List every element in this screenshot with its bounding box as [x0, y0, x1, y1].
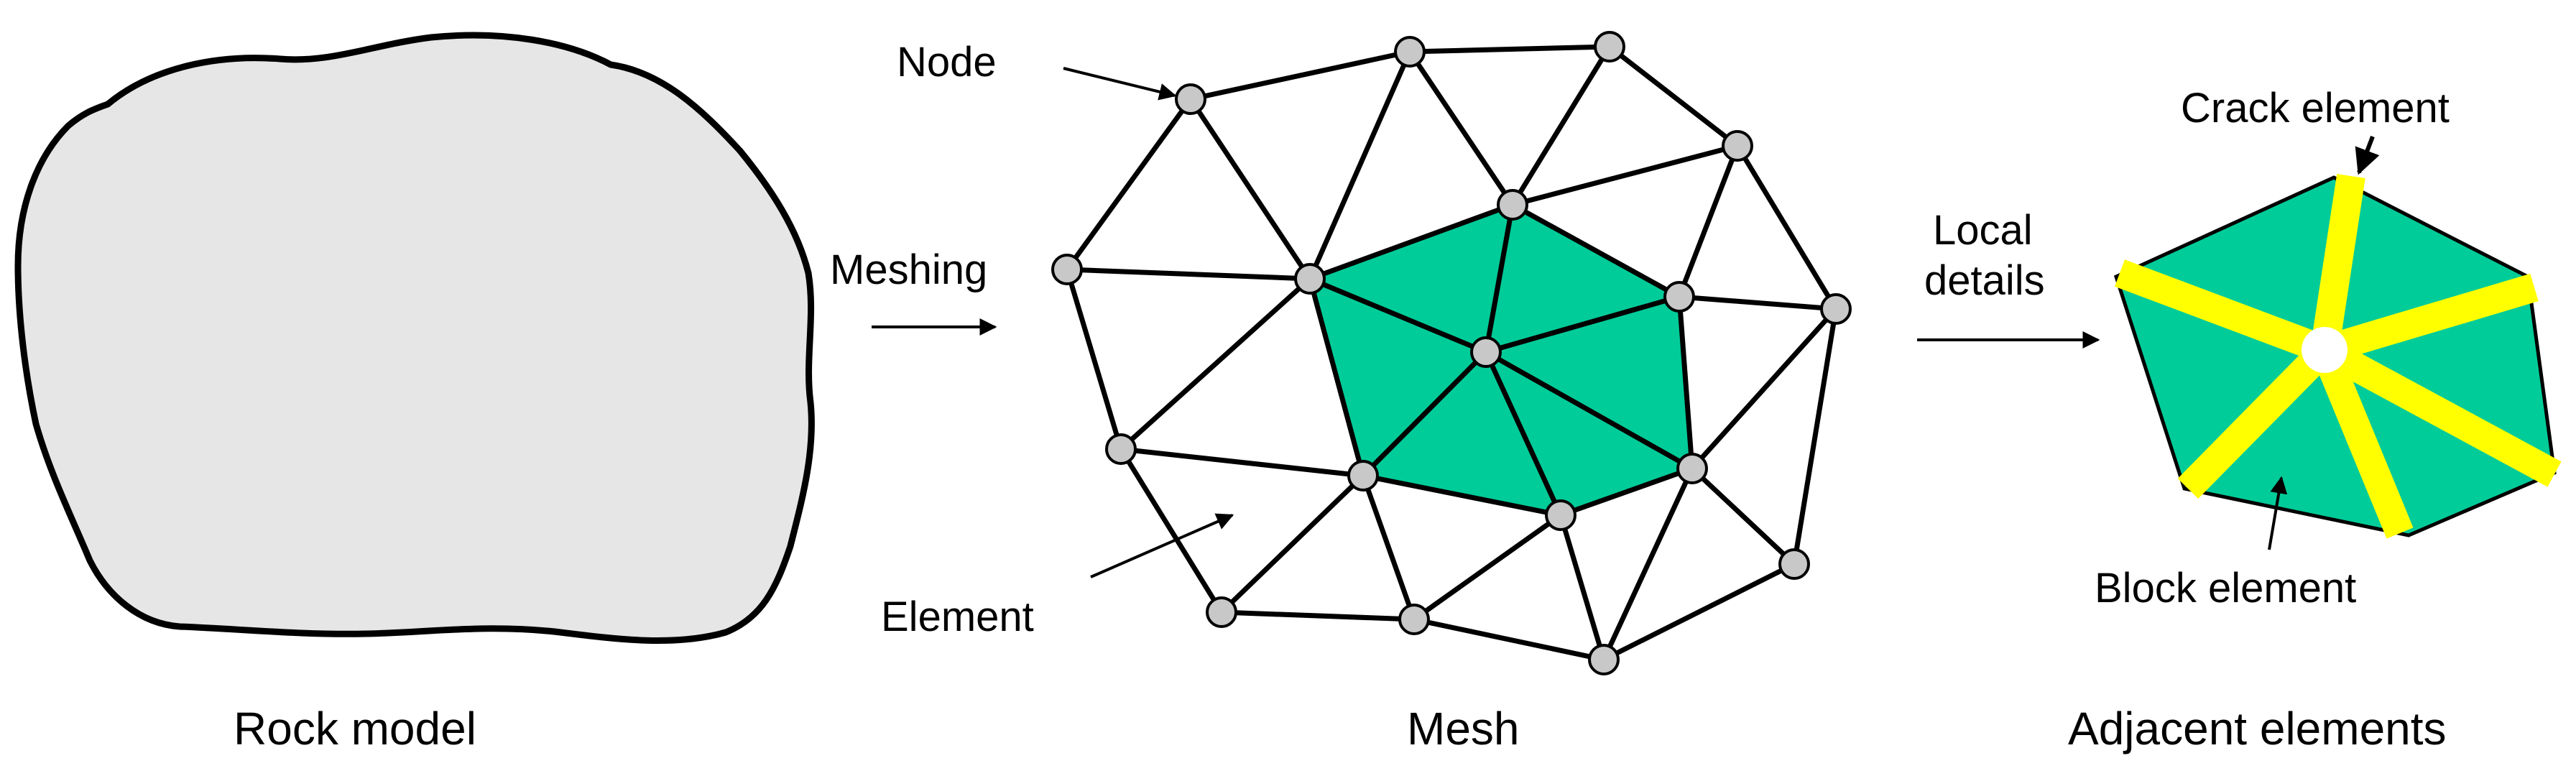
- mesh-edge: [1676, 294, 1839, 312]
- adjacent-elements-caption: Adjacent elements: [2068, 703, 2447, 754]
- adjacent-elements-panel: [2113, 173, 2562, 539]
- mesh-edge: [1601, 561, 1797, 662]
- node-pointer-arrow: [1063, 67, 1177, 101]
- mesh-edge: [1219, 473, 1366, 615]
- mesh-caption: Mesh: [1407, 703, 1520, 754]
- mesh-edge: [1360, 349, 1489, 479]
- rock-model-panel: [14, 32, 815, 645]
- mesh-edge: [1510, 44, 1612, 208]
- crack-element-band: [2114, 259, 2330, 364]
- mesh-edge: [1676, 143, 1740, 300]
- mesh-node: [1470, 336, 1502, 368]
- mesh-node: [1820, 293, 1852, 325]
- element-pointer-arrow: [1090, 513, 1234, 578]
- mesh-edge: [1407, 44, 1612, 55]
- mesh-edge: [1064, 267, 1124, 452]
- mesh-node: [1394, 36, 1426, 68]
- mesh-edge: [1307, 276, 1366, 479]
- crack-elements: [2114, 173, 2562, 539]
- element-label: Element: [881, 594, 1034, 640]
- mesh-edge: [1483, 349, 1695, 471]
- block-element-pointer-arrow: [2268, 476, 2288, 550]
- mesh-edge: [1064, 267, 1313, 282]
- mesh-edges: [1064, 44, 1839, 662]
- mesh-edge: [1601, 466, 1695, 662]
- block-element-triangle: [1486, 352, 1692, 515]
- mesh-edge: [1510, 202, 1682, 300]
- mesh-edge: [1360, 473, 1564, 518]
- block-element-triangle: [1310, 279, 1486, 476]
- mesh-node: [1105, 433, 1137, 465]
- crack-element-band: [2311, 344, 2414, 539]
- mesh-edge: [1307, 202, 1515, 282]
- crack-element-band: [2310, 173, 2365, 353]
- mesh-panel: [1051, 31, 1852, 675]
- block-element-label: Block element: [2095, 565, 2356, 611]
- block-element-triangle: [1310, 205, 1513, 352]
- center-hole: [2302, 327, 2348, 373]
- mesh-edge: [1607, 44, 1740, 149]
- mesh-edge: [1118, 276, 1313, 452]
- mesh-edge: [1360, 473, 1417, 622]
- mesh-node: [1497, 189, 1528, 221]
- mesh-node: [1594, 31, 1625, 63]
- mesh-node: [1347, 460, 1379, 491]
- mesh-node: [1206, 596, 1237, 628]
- mesh-edge: [1689, 466, 1797, 567]
- local-details-label-line1: Local: [1933, 207, 2033, 254]
- mesh-edge: [1219, 609, 1417, 622]
- mesh-edge: [1558, 466, 1695, 518]
- mesh-edge: [1483, 349, 1564, 518]
- mesh-edge: [1483, 294, 1682, 355]
- mesh-edge: [1411, 617, 1607, 662]
- mesh-node: [1778, 548, 1810, 580]
- mesh-node: [1676, 453, 1708, 484]
- mesh-node: [1175, 83, 1206, 115]
- mesh-edge: [1188, 49, 1413, 102]
- mesh-edge: [1064, 96, 1194, 272]
- block-element-triangle: [1363, 352, 1561, 515]
- mesh-edge: [1735, 143, 1839, 312]
- mesh-edge: [1689, 306, 1839, 471]
- mesh-edge: [1118, 446, 1366, 479]
- mesh-node: [1398, 604, 1430, 635]
- mesh-node: [1588, 644, 1620, 675]
- mesh-edge: [1188, 96, 1313, 282]
- mesh-nodes: [1051, 31, 1852, 675]
- crack-element-band: [2320, 273, 2539, 364]
- mesh-edge: [1411, 512, 1564, 622]
- mesh-node: [1051, 254, 1083, 285]
- mesh-node: [1545, 499, 1576, 531]
- mesh-edge: [1307, 49, 1413, 282]
- mesh-edge: [1118, 446, 1224, 615]
- rock-model-shape: [14, 32, 815, 645]
- mesh-edge: [1407, 49, 1515, 208]
- mesh-node: [1294, 263, 1326, 295]
- mesh-edge: [1510, 143, 1740, 208]
- crack-element-label: Crack element: [2181, 85, 2450, 131]
- local-details-label-line2: details: [1924, 257, 2045, 304]
- mesh-node: [1663, 281, 1695, 313]
- block-element-triangle: [1486, 205, 1679, 352]
- node-label: Node: [897, 39, 997, 86]
- meshing-label: Meshing: [830, 246, 987, 293]
- crack-element-band: [2317, 337, 2562, 487]
- mesh-node: [1722, 130, 1753, 162]
- mesh-edge: [1676, 294, 1695, 471]
- mesh-edge: [1791, 306, 1839, 567]
- crack-element-pointer-arrow: [2355, 135, 2380, 175]
- mesh-edge: [1307, 276, 1489, 355]
- mesh-edge: [1483, 202, 1515, 355]
- crack-element-band: [2177, 339, 2335, 499]
- rock-model-caption: Rock model: [234, 703, 476, 754]
- mesh-edge: [1558, 512, 1607, 662]
